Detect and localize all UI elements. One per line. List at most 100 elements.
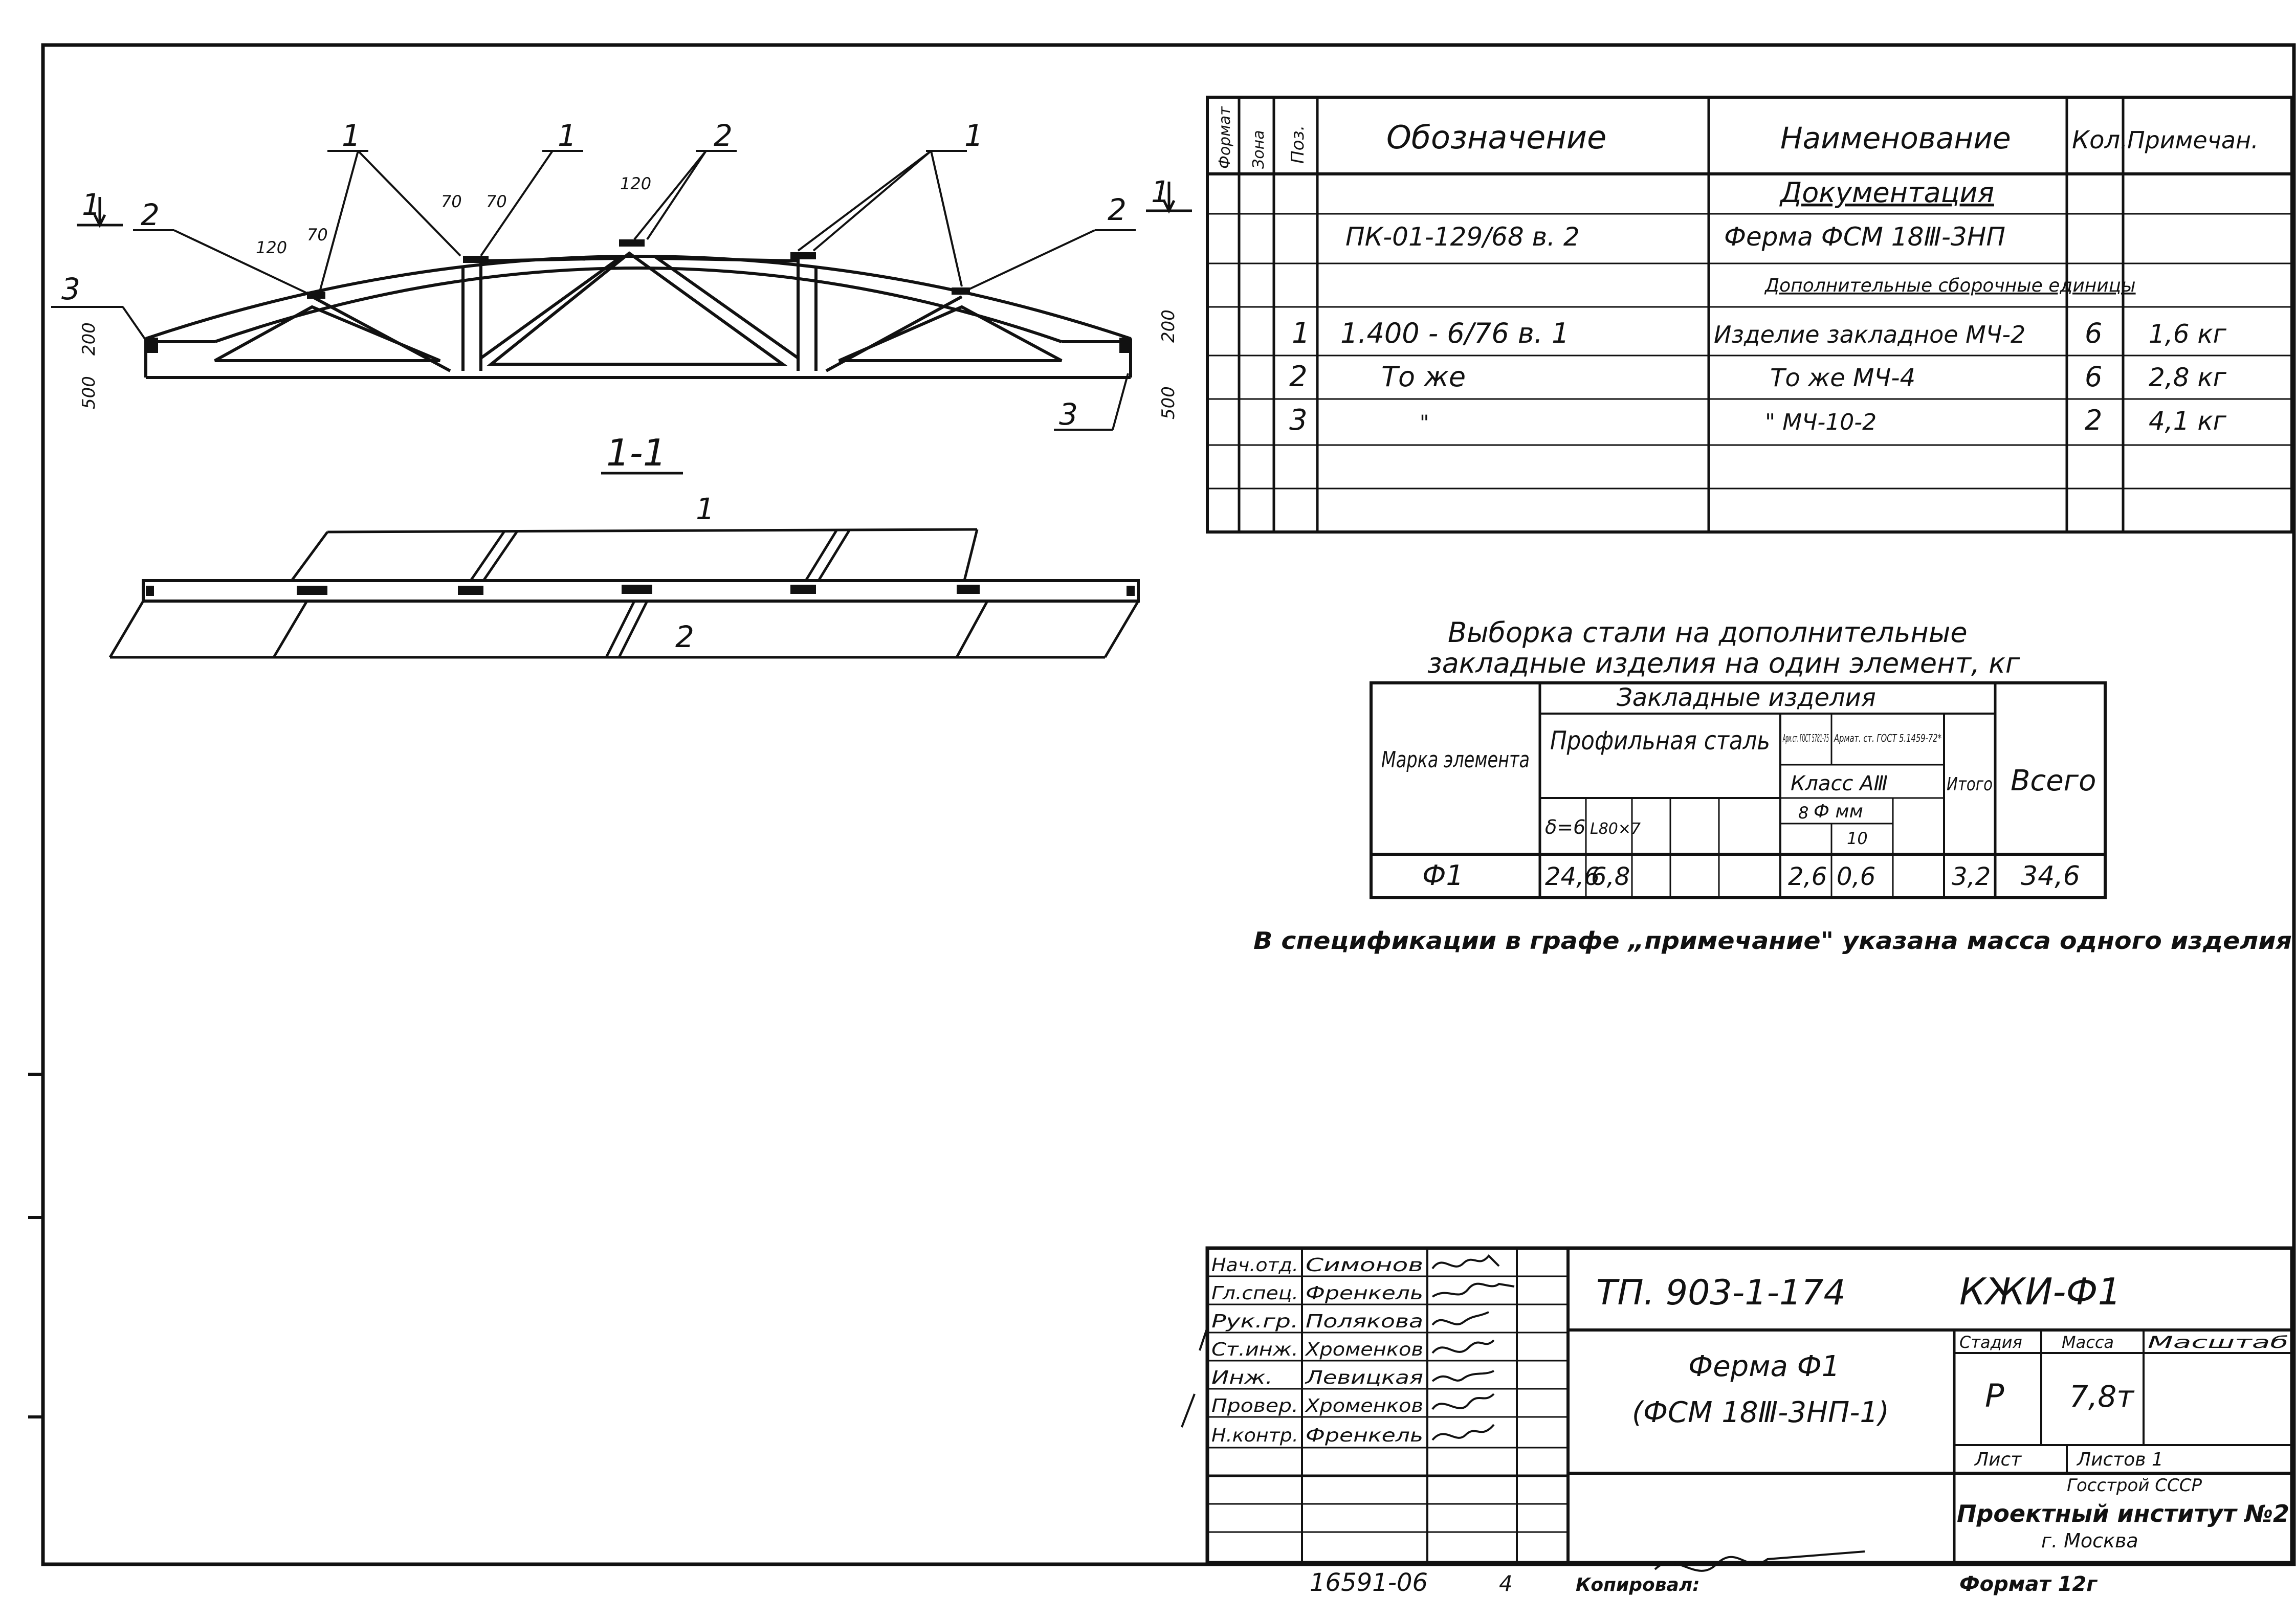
tb-role-5: Провер.: [1211, 1395, 1298, 1416]
spec-row5-name: " МЧ-10-2: [1765, 409, 1876, 435]
spec-row4-name: То же МЧ-4: [1770, 364, 1915, 392]
spec-header-note: Примечан.: [2127, 126, 2259, 154]
tb-role-4: Инж.: [1211, 1367, 1273, 1388]
dim-500-left: 500: [79, 376, 99, 409]
steel-sub-l80: L80×7: [1590, 820, 1641, 838]
title-block-text: Нач.отд. Гл.спец. Рук.гр. Ст.инж. Инж. П…: [1211, 1255, 2289, 1552]
steel-row-mark: Ф1: [1422, 859, 1464, 892]
steel-row-d6: 24,6: [1545, 862, 1600, 891]
steel-sub-10: 10: [1847, 829, 1868, 848]
dim-120-mid: 120: [620, 174, 651, 193]
spec-row5-note: 4,1 кг: [2149, 406, 2227, 436]
tb-name-4: Левицкая: [1304, 1367, 1423, 1388]
tb-name-6: Френкель: [1306, 1425, 1423, 1446]
steel-sub-d6: δ=6: [1545, 816, 1585, 838]
spec-row2-name: Дополнительные сборочные единицы: [1764, 275, 2136, 296]
truss-elevation: [144, 239, 1132, 379]
steel-table: [1370, 681, 2107, 899]
steel-row-all: 34,6: [2021, 861, 2080, 892]
tb-role-0: Нач.отд.: [1211, 1255, 1298, 1276]
spec-row4-qty: 6: [2085, 361, 2102, 393]
tb-title-2: (ФСМ 18Ⅲ-3НП-1): [1632, 1396, 1889, 1429]
section-label-bottom: 2: [675, 619, 694, 654]
spec-row3-designation: 1.400 - 6/76 в. 1: [1340, 317, 1569, 349]
tb-name-1: Френкель: [1306, 1283, 1423, 1304]
truss-labels: 1 1 2 1 2 2 3 3 1 1 120 70 70 70 120 500…: [61, 118, 1179, 432]
tb-name-2: Полякова: [1306, 1311, 1423, 1332]
tb-sheets-label: Листов 1: [2076, 1449, 2163, 1470]
tb-stage: Р: [1985, 1377, 2004, 1414]
spec-header-name: Наименование: [1780, 121, 2011, 156]
tb-name-0: Симонов: [1306, 1255, 1423, 1276]
spec-header-zone: Зона: [1250, 130, 1268, 169]
tb-org-2: Проектный институт №2: [1957, 1500, 2289, 1527]
dim-200-left: 200: [79, 322, 99, 356]
section-labels: 1-1 1 2: [606, 431, 715, 654]
steel-h-total: Итого: [1947, 774, 1993, 795]
footer: 16591-06 4 Копировал: Формат 12г: [1310, 1568, 2098, 1597]
dim-120-left: 120: [256, 238, 287, 257]
spec-row5-pos: 3: [1289, 404, 1308, 437]
steel-h-dia: Ф мм: [1814, 801, 1863, 822]
label-3-right: 3: [1059, 397, 1078, 432]
steel-table-text: Марка элемента Закладные изделия Профиль…: [1381, 683, 2096, 892]
spec-header-format: Формат: [1216, 106, 1234, 169]
dim-70-mid-a: 70: [441, 192, 462, 211]
label-1-b: 1: [558, 118, 577, 153]
tb-project-code: ТП. 903-1-174: [1596, 1273, 1846, 1313]
steel-h-class: Класс АⅢ: [1791, 772, 1888, 795]
tb-scale-label: Масштаб: [2148, 1333, 2288, 1352]
section-1-1: [108, 472, 1140, 659]
section-mark-right: 1: [1151, 174, 1170, 209]
section-mark-left: 1: [82, 187, 101, 222]
section-arrows: [77, 182, 1192, 228]
steel-sub-8: 8: [1798, 803, 1808, 823]
label-1-c: 1: [964, 118, 983, 153]
spec-table: [1206, 96, 2293, 534]
tb-org-3: г. Москва: [2041, 1529, 2138, 1552]
steel-h-mark: Марка элемента: [1381, 747, 1530, 773]
spec-row5-qty: 2: [2085, 404, 2102, 436]
sheet-frame: [28, 43, 2296, 1566]
tb-title-1: Ферма Ф1: [1688, 1350, 1840, 1383]
steel-h-embedded: Закладные изделия: [1617, 683, 1876, 712]
footer-copied: Копировал:: [1576, 1574, 1700, 1595]
tb-stage-label: Стадия: [1959, 1333, 2022, 1352]
title-block: [1181, 1246, 2294, 1565]
label-2-left: 2: [141, 197, 160, 232]
spec-row1-designation: ПК-01-129/68 в. 2: [1345, 222, 1580, 252]
label-2-right: 2: [1108, 192, 1127, 227]
label-1-a: 1: [342, 118, 361, 153]
dim-200-right: 200: [1158, 309, 1179, 343]
steel-row-total: 3,2: [1952, 862, 1991, 891]
spec-section-docs: Документация: [1779, 176, 1994, 209]
steel-h-profile: Профильная сталь: [1550, 726, 1770, 756]
dim-70-mid-b: 70: [486, 192, 507, 211]
steel-h-arm2: Армат. ст. ГОСТ 5.1459-72*: [1834, 732, 1941, 744]
footer-digit: 4: [1499, 1571, 1513, 1596]
tb-mass: 7,8т: [2069, 1379, 2135, 1414]
spec-row5-designation: ": [1420, 411, 1429, 435]
steel-row-d8: 2,6: [1788, 862, 1827, 891]
signatures: [1431, 1254, 1865, 1572]
spec-header-designation: Обозначение: [1386, 119, 1606, 156]
steel-title-2: закладные изделия на один элемент, кг: [1427, 647, 2020, 679]
tb-sheet-code: КЖИ-Ф1: [1959, 1270, 2121, 1313]
truss-leaders: [51, 150, 1136, 431]
spec-row3-qty: 6: [2085, 317, 2102, 349]
label-3-left: 3: [61, 272, 80, 306]
spec-row1-name: Ферма ФСМ 18Ⅲ-3НП: [1724, 222, 2005, 252]
spec-row3-note: 1,6 кг: [2149, 319, 2227, 349]
tb-role-3: Ст.инж.: [1211, 1339, 1298, 1360]
tb-name-3: Хроменков: [1305, 1339, 1423, 1360]
tb-role-1: Гл.спец.: [1211, 1283, 1298, 1304]
footer-format: Формат 12г: [1959, 1572, 2098, 1596]
steel-h-all: Всего: [2011, 764, 2096, 797]
dim-500-right: 500: [1158, 386, 1179, 419]
tb-role-6: Н.контр.: [1211, 1425, 1298, 1446]
tb-org-1: Госстрой СССР: [2067, 1475, 2202, 1496]
steel-row-d10: 0,6: [1837, 862, 1875, 891]
tb-sheet-label: Лист: [1974, 1449, 2022, 1470]
steel-row-l80: 6,8: [1591, 862, 1630, 891]
